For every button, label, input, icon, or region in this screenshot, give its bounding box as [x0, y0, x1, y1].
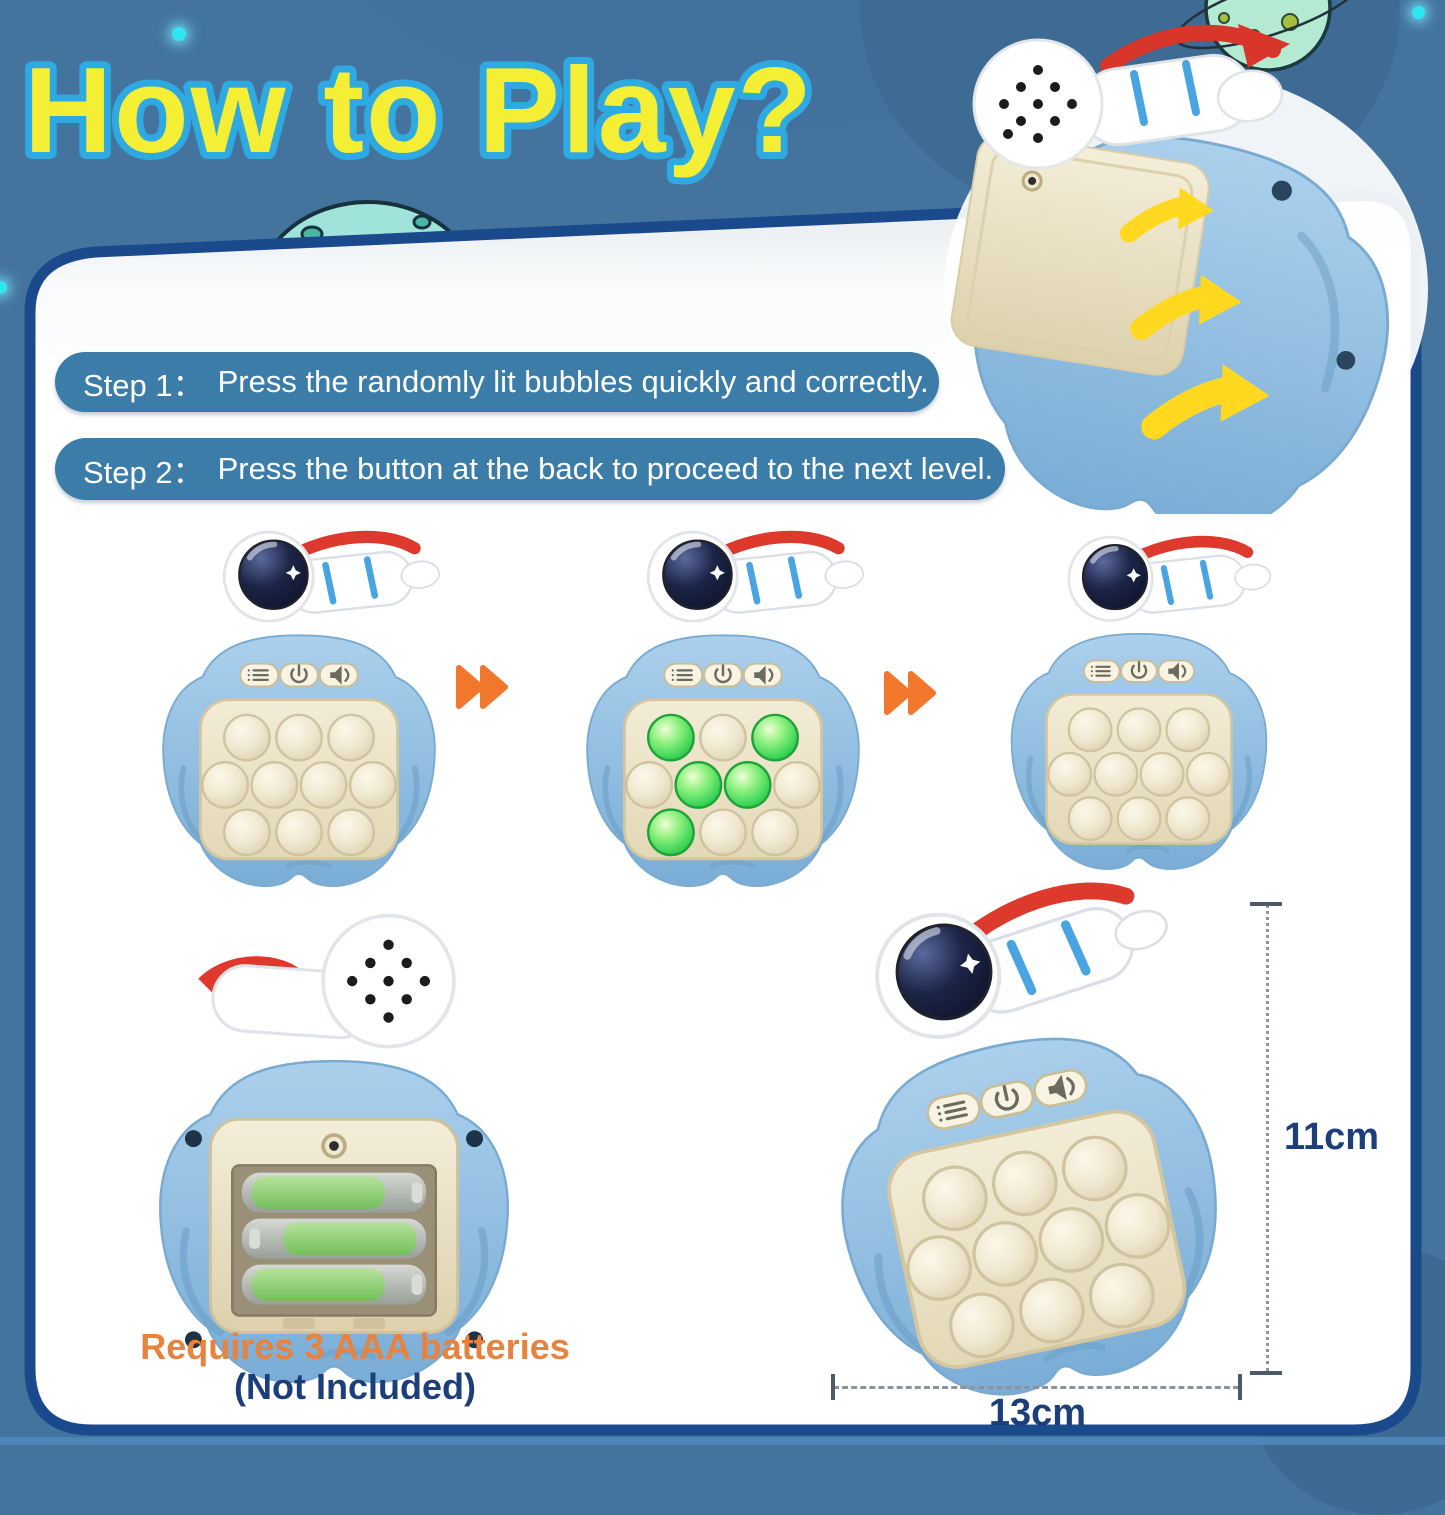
step-2-banner: Step 2： Press the button at the back to … [55, 438, 1005, 500]
pop-it-device-stage-1 [138, 516, 460, 904]
device-buttons [1083, 659, 1195, 683]
device-buttons [239, 662, 359, 688]
star-dot-icon [0, 281, 7, 294]
device-back-view-photo [928, 0, 1440, 532]
astronaut-back-figure [972, 24, 1290, 170]
page-title: How to Play? [17, 35, 819, 185]
step-2-label: Step 2： [83, 454, 204, 490]
step-1-label: Step 1： [83, 367, 204, 403]
battery-not-included-text: (Not Included) [234, 1366, 476, 1407]
height-dimension-label: 11cm [1284, 1116, 1380, 1158]
star-dot-icon [1412, 6, 1425, 19]
dimension-tick [1250, 1371, 1282, 1375]
step-2-text: Press the button at the back to proceed … [217, 451, 994, 486]
dimension-tick [831, 1374, 835, 1400]
step-1-text: Press the randomly lit bubbles quickly a… [217, 364, 929, 399]
astronaut-figure [222, 530, 441, 623]
width-dimension-label: 13cm [988, 1392, 1087, 1434]
title-text: How to Play? [24, 42, 814, 178]
dimension-tick [1250, 902, 1282, 906]
device-buttons [663, 662, 783, 688]
width-dimension-line [833, 1386, 1239, 1389]
bottom-border-strip [0, 1437, 1445, 1445]
height-dimension-line [1266, 904, 1269, 1372]
device-front-view-photo [745, 840, 1288, 1453]
battery-requirement-text: Requires 3 AAA batteries [140, 1326, 570, 1367]
device-buttons [926, 1069, 1088, 1130]
fast-forward-arrow-icon [880, 666, 942, 720]
dimension-tick [1238, 1374, 1242, 1400]
pop-it-device-stage-2-lit [562, 516, 884, 904]
pop-it-device-stage-3 [988, 522, 1290, 886]
astronaut-back-figure [198, 913, 456, 1049]
star-dot-icon [172, 27, 186, 41]
astronaut-figure [1067, 535, 1272, 622]
step-1-banner: Step 1： Press the randomly lit bubbles q… [55, 352, 939, 412]
fast-forward-arrow-icon [452, 660, 514, 714]
astronaut-figure [875, 882, 1168, 1039]
device-battery-compartment-photo [128, 906, 540, 1403]
astronaut-figure [646, 530, 865, 623]
